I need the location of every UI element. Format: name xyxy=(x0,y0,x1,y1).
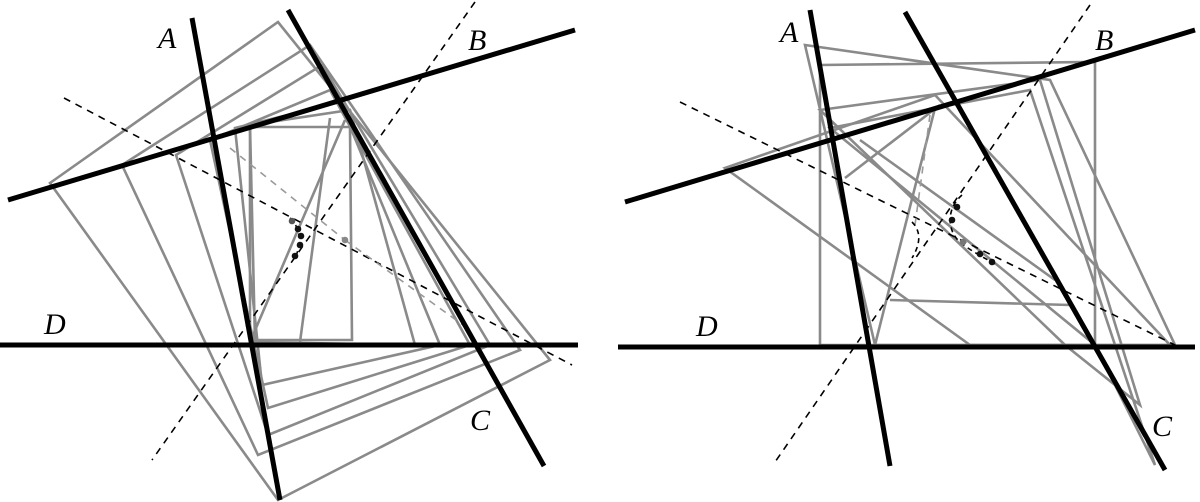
line-b xyxy=(624,27,1196,205)
label-a: A xyxy=(778,16,799,49)
dot xyxy=(959,238,967,246)
right-dots xyxy=(948,203,996,266)
label-a: A xyxy=(156,22,177,55)
right-dashed-lines xyxy=(679,4,1176,466)
label-b: B xyxy=(1095,24,1113,57)
label-c: C xyxy=(470,404,491,437)
dot xyxy=(976,250,984,258)
left-dots xyxy=(288,217,349,260)
left-labels: A B C D xyxy=(43,22,491,437)
dot xyxy=(341,236,349,244)
label-d: D xyxy=(43,308,66,341)
dot xyxy=(296,241,304,249)
left-thick-lines xyxy=(0,8,578,501)
label-b: B xyxy=(468,24,486,57)
right-labels: A B C D xyxy=(695,16,1173,443)
right-polygons xyxy=(722,43,1178,466)
right-thick-lines xyxy=(618,9,1196,472)
right-panel: A B C D xyxy=(618,4,1196,472)
line-c xyxy=(285,8,547,468)
dot xyxy=(291,252,299,260)
dot xyxy=(294,225,302,233)
dot xyxy=(953,203,961,211)
left-panel: A B C D xyxy=(0,1,578,502)
line-c xyxy=(902,10,1168,472)
dot xyxy=(948,216,956,224)
line-a xyxy=(189,17,283,501)
dot xyxy=(988,258,996,266)
dot xyxy=(288,217,296,225)
label-d: D xyxy=(695,310,718,343)
line-b xyxy=(7,27,576,203)
dot xyxy=(297,232,305,240)
line-a xyxy=(807,9,893,467)
label-c: C xyxy=(1152,410,1173,443)
